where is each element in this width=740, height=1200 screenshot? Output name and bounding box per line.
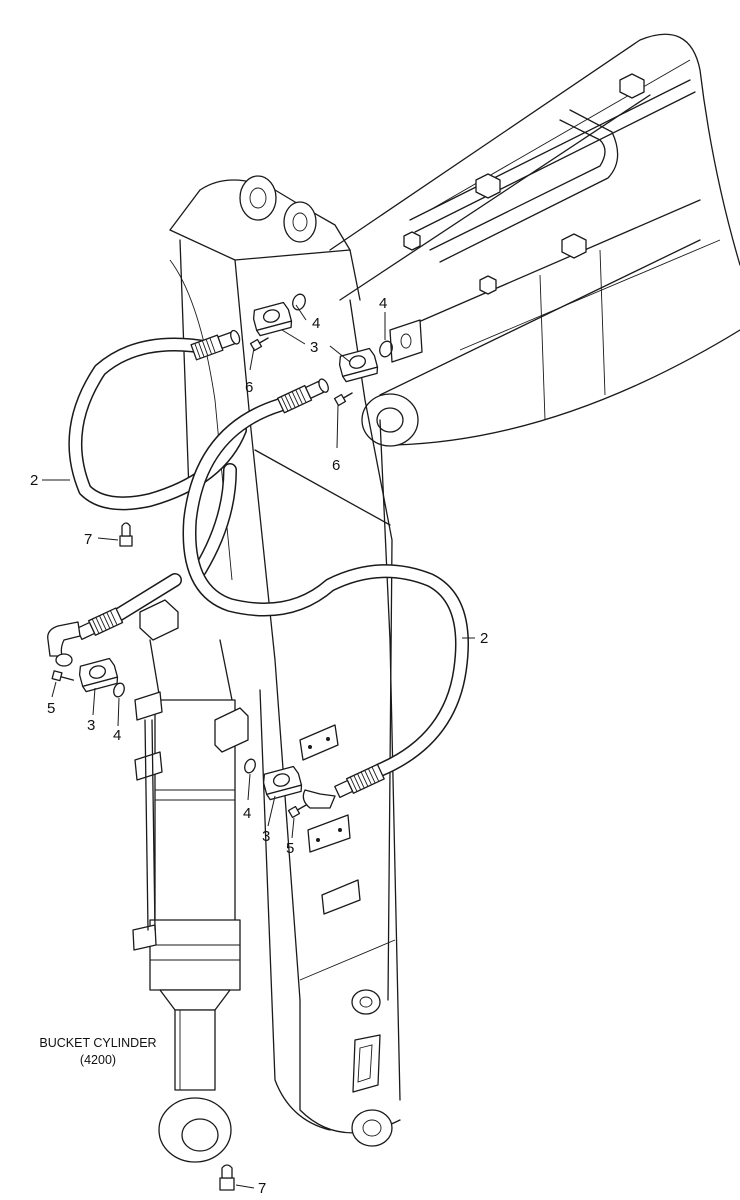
callout-o-ring-upper: 4 [312,315,320,332]
callout-o-ring-boom: 4 [379,295,387,312]
callout-bolt-lower-mid: 5 [286,840,294,857]
callout-flange-mid: 3 [262,828,270,845]
boom [329,33,740,447]
grease-fitting-parts [119,522,235,1191]
callout-fitting-upper: 7 [84,531,92,548]
callout-bolt-upper-left: 6 [245,379,253,396]
callout-fitting-lower: 7 [258,1180,266,1197]
callout-flange-left: 3 [87,717,95,734]
hose-right-loop [182,398,469,777]
callout-o-ring-mid: 4 [243,805,251,822]
callout-bolt-lower-left: 5 [47,700,55,717]
hose-upper-left [68,337,247,627]
flange-parts [78,301,379,801]
o-ring-parts [113,293,393,774]
caption-bucket-cylinder: BUCKET CYLINDER [39,1036,156,1050]
callout-o-ring-left: 4 [113,727,121,744]
callout-flange-upper: 3 [310,339,318,356]
callout-hose-right: 2 [480,630,488,647]
bucket-cylinder [132,599,249,1163]
bolt-parts [51,337,353,819]
arm [169,175,401,1147]
callout-bolt-upper-right: 6 [332,457,340,474]
callouts: 2 2 4 4 4 4 3 3 3 6 6 5 5 7 7 BUCKET CYL… [30,295,488,1197]
leader-lines [42,304,475,1189]
caption-bucket-cylinder-code: (4200) [80,1053,116,1067]
callout-hose-left: 2 [30,472,38,489]
hose-fittings [47,329,385,809]
